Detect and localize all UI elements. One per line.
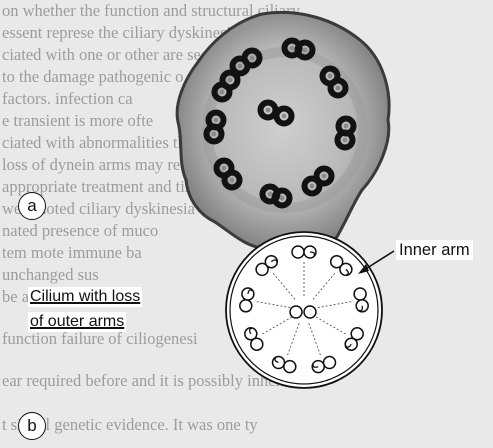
panel-b-label: b (18, 412, 46, 440)
